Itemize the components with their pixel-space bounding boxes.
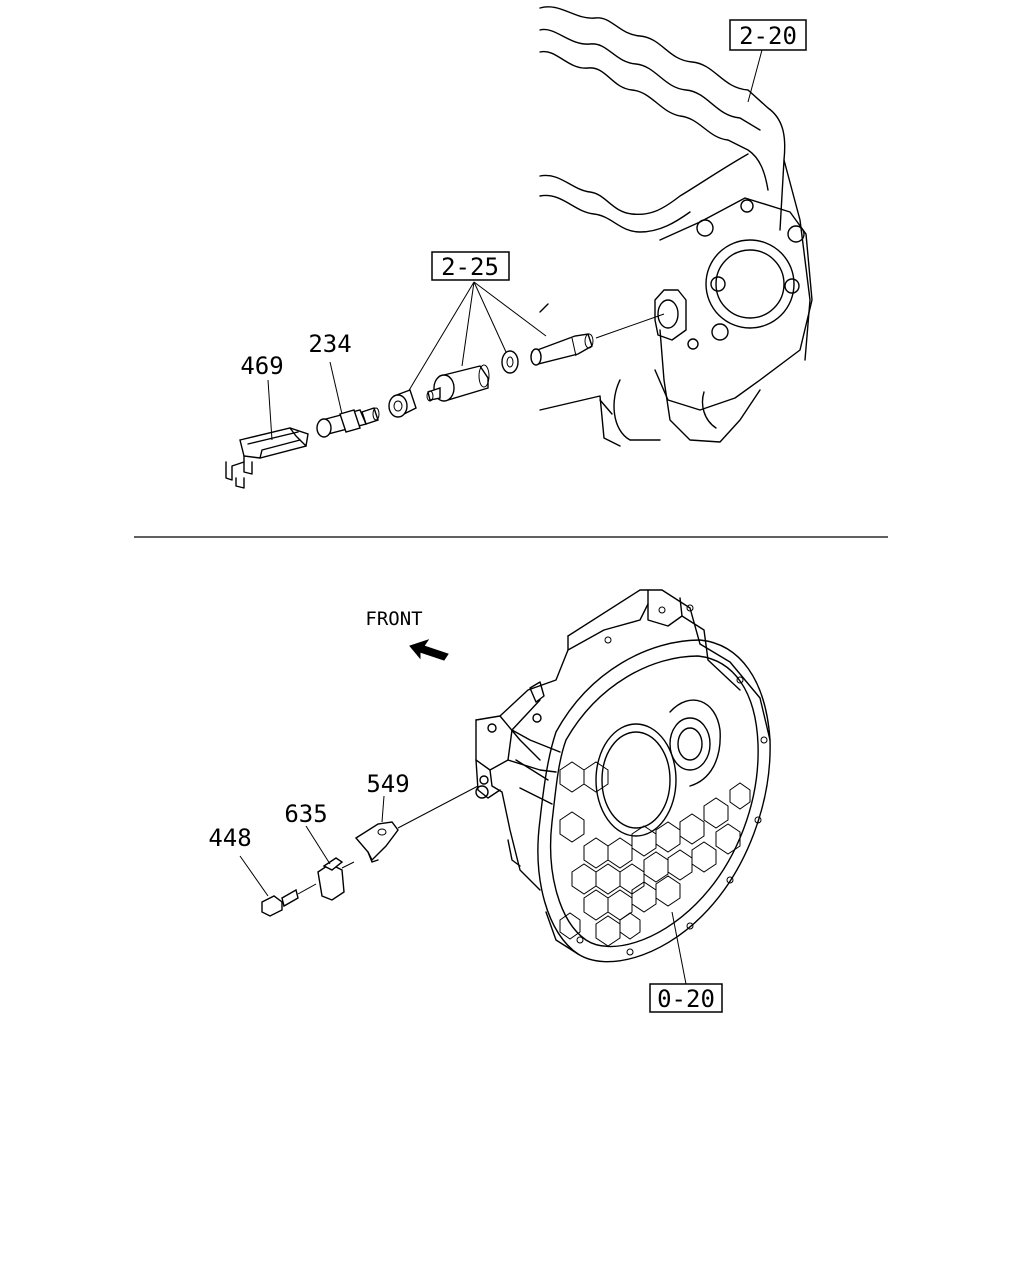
- front-label: FRONT: [365, 608, 422, 630]
- ref-box-2-25: 2-25: [431, 251, 510, 281]
- label-469: 469: [240, 352, 283, 380]
- label-635: 635: [284, 800, 327, 828]
- ref-box-2-20: 2-20: [729, 19, 807, 51]
- bolt-448: [261, 883, 317, 917]
- bracket-549: [354, 821, 399, 863]
- front-arrow-icon: [409, 639, 449, 661]
- shaft-pin: [530, 333, 594, 366]
- ref-label-2-20: 2-20: [739, 22, 797, 50]
- bushing: [388, 389, 417, 418]
- flywheel-housing: [475, 589, 771, 963]
- sleeve: [426, 364, 490, 402]
- label-549: 549: [366, 770, 409, 798]
- label-234: 234: [308, 330, 351, 358]
- label-448: 448: [208, 824, 251, 852]
- ref-label-2-25: 2-25: [441, 253, 499, 281]
- transmission-housing-top: [539, 6, 813, 447]
- bracket-469: [225, 427, 309, 489]
- honeycomb-grid: [559, 761, 751, 947]
- washer: [501, 350, 519, 374]
- ref-box-0-20: 0-20: [649, 983, 723, 1013]
- ref-label-0-20: 0-20: [657, 985, 715, 1013]
- leader-lines-2-25: [407, 281, 547, 393]
- crank-sensor-635: [317, 857, 355, 901]
- speed-sensor-234: [316, 407, 380, 438]
